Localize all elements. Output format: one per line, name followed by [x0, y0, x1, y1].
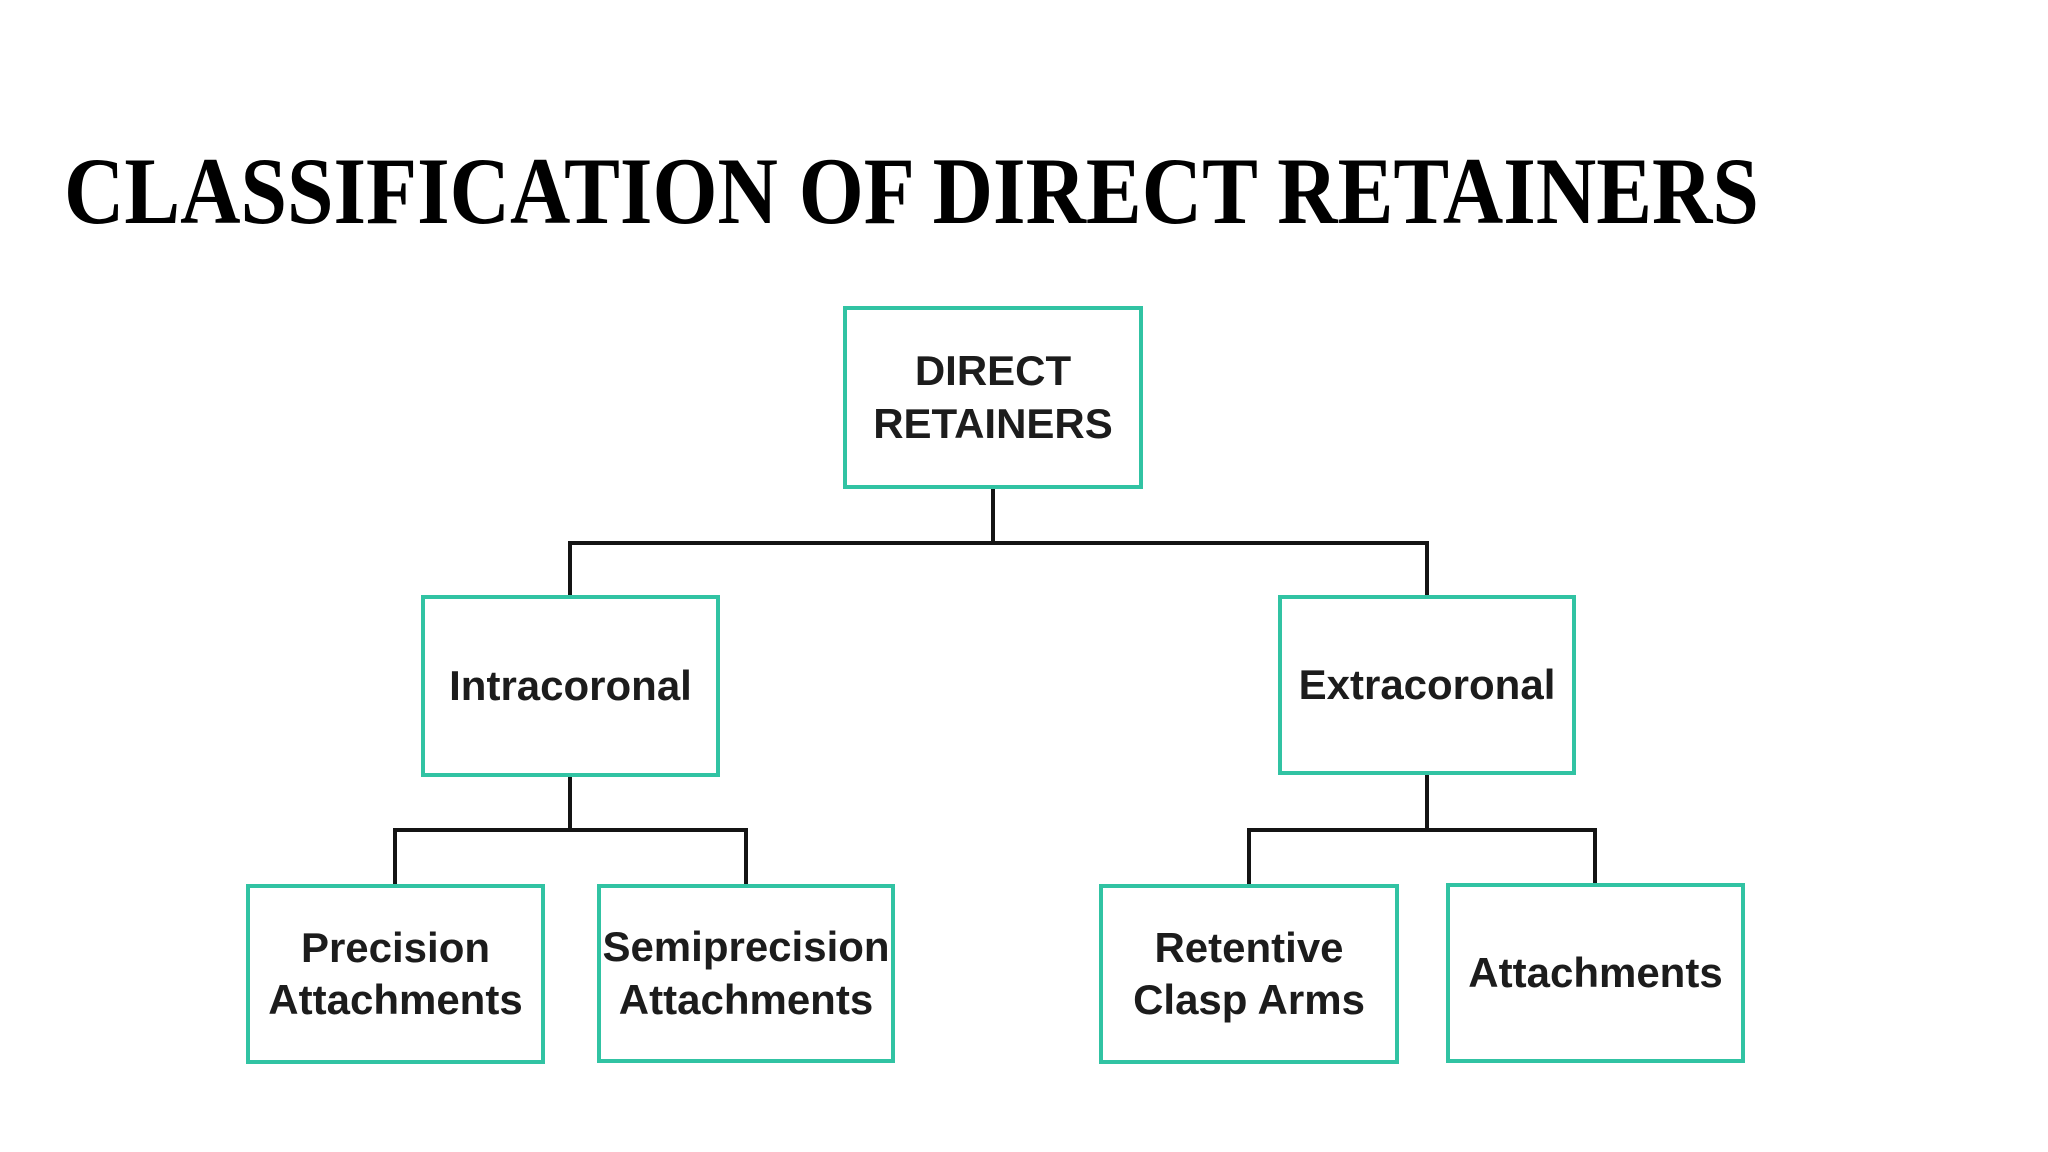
connector-right-drop-retentive: [1247, 828, 1251, 884]
connector-left-drop-precision: [393, 828, 397, 884]
connector-intracoronal-stem: [568, 777, 572, 830]
node-intracoronal: Intracoronal: [421, 595, 720, 777]
connector-extracoronal-stem: [1425, 775, 1429, 830]
connector-left-drop-semiprecision: [744, 828, 748, 884]
node-retentive-clasp-arms: Retentive Clasp Arms: [1099, 884, 1399, 1064]
connector-left-horizontal: [393, 828, 748, 832]
connector-right-horizontal: [1247, 828, 1597, 832]
slide-title: CLASSIFICATION OF DIRECT RETAINERS: [64, 137, 1759, 244]
node-semiprecision-attachments: Semiprecision Attachments: [597, 884, 895, 1063]
node-direct-retainers: DIRECT RETAINERS: [843, 306, 1143, 489]
connector-root-stem: [991, 489, 995, 543]
node-precision-attachments: Precision Attachments: [246, 884, 545, 1064]
connector-right-drop-attachments: [1593, 828, 1597, 883]
connector-level1-drop-left: [568, 541, 572, 595]
node-extracoronal: Extracoronal: [1278, 595, 1576, 775]
connector-level1-drop-right: [1425, 541, 1429, 595]
node-attachments: Attachments: [1446, 883, 1745, 1063]
connector-level1-horizontal: [568, 541, 1429, 545]
